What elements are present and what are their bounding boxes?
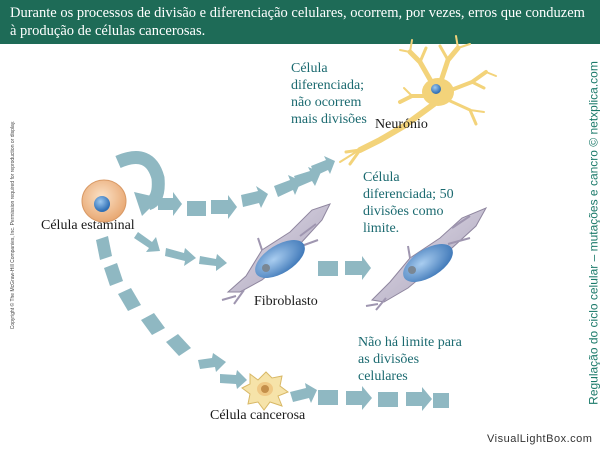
arrow-fibroblast-division	[318, 256, 371, 280]
fibroblast-cell-1	[221, 203, 331, 305]
arrow-path-to-cancer	[96, 236, 247, 389]
fibroblast-cell-2	[365, 206, 488, 311]
arrow-cancer-division	[290, 383, 449, 411]
label-stem-cell: Célula estaminal	[41, 218, 135, 233]
stem-cell	[81, 179, 127, 223]
self-renewal-arrowhead	[134, 192, 160, 216]
note-fibroblast: Célula diferenciada; 50 divisões como li…	[363, 170, 454, 236]
label-cancer-cell: Célula cancerosa	[210, 408, 306, 423]
banner-text: Durante os processos de divisão e difere…	[10, 5, 585, 39]
watermark: VisualLightBox.com	[487, 433, 593, 445]
note-cancer: Não há limite para as divisões celulares	[358, 335, 462, 384]
label-neuron: Neurónio	[375, 117, 428, 132]
neuron-body	[422, 78, 454, 106]
title-banner: Durante os processos de divisão e difere…	[0, 0, 600, 44]
arrow-path-to-neuron	[158, 156, 335, 219]
label-fibroblast: Fibroblasto	[254, 294, 318, 309]
cancer-cell	[241, 371, 290, 411]
arrow-path-to-fibroblast	[134, 232, 227, 271]
note-neuron: Célula diferenciada; não ocorrem mais di…	[291, 61, 367, 127]
